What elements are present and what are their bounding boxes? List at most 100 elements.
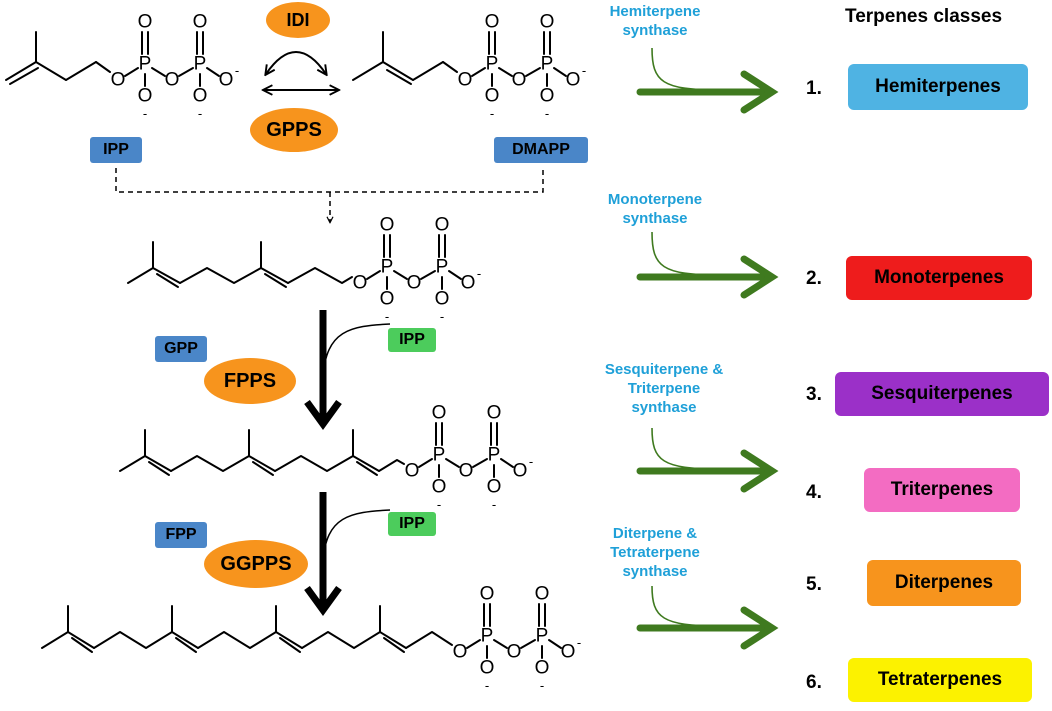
phosphorus-atom: P [536, 626, 549, 647]
class-number-3: 3. [806, 384, 822, 405]
ipp-molecule [5, 31, 111, 85]
dashed-connector [115, 168, 544, 222]
oxygen-atom: O [512, 70, 527, 91]
oxygen-atom: O [405, 461, 420, 482]
oxygen-atom: O [485, 86, 500, 107]
fpps-enzyme: FPPS [204, 358, 296, 404]
phosphorus-atom: P [433, 445, 446, 466]
gpp-molecule [127, 241, 353, 288]
phosphorus-atom: P [194, 54, 207, 75]
fpp-tag: FPP [155, 522, 207, 548]
phosphorus-atom: P [381, 257, 394, 278]
negative-charge: - [577, 635, 581, 650]
oxygen-atom: O [138, 12, 153, 33]
ipp-tag: IPP [90, 137, 142, 163]
oxygen-atom: O [513, 461, 528, 482]
negative-charge: - [235, 63, 239, 78]
oxygen-atom: O [407, 273, 422, 294]
class-number-2: 2. [806, 268, 822, 289]
gpp-tag: GPP [155, 336, 207, 362]
negative-charge: - [198, 106, 202, 121]
class-monoterpenes: Monoterpenes [846, 256, 1032, 300]
phosphorus-atom: P [541, 54, 554, 75]
oxygen-atom: O [432, 477, 447, 498]
oxygen-atom: O [507, 642, 522, 663]
phosphorus-atom: P [486, 54, 499, 75]
dmapp-tag: DMAPP [494, 137, 588, 163]
negative-charge: - [385, 309, 389, 324]
phosphorus-atom: P [481, 626, 494, 647]
synthase-arrow-hemiterpene [636, 47, 779, 114]
negative-charge: - [485, 678, 489, 693]
phosphorus-atom: P [436, 257, 449, 278]
negative-charge: - [545, 106, 549, 121]
phosphorus-atom: P [488, 445, 501, 466]
terpenes-classes-heading: Terpenes classes [845, 6, 1003, 27]
oxygen-atom: O [193, 86, 208, 107]
negative-charge: - [490, 106, 494, 121]
class-tetraterpenes: Tetraterpenes [848, 658, 1032, 702]
oxygen-atom: O [111, 70, 126, 91]
oxygen-atom: O [540, 86, 555, 107]
oxygen-atom: O [461, 273, 476, 294]
synthase-arrows [636, 47, 779, 650]
oxygen-atom: O [485, 12, 500, 33]
oxygen-atom: O [540, 12, 555, 33]
negative-charge: - [477, 266, 481, 281]
oxygen-atom: O [535, 584, 550, 605]
oxygen-atom: O [459, 461, 474, 482]
oxygen-atom: O [219, 70, 234, 91]
oxygen-atom: O [458, 70, 473, 91]
ipp-cosubstrate-tag-2: IPP [388, 512, 436, 536]
negative-charge: - [437, 497, 441, 512]
oxygen-atom: O [193, 12, 208, 33]
oxygen-atom: O [380, 289, 395, 310]
ipp-cosubstrate-tag-1: IPP [388, 328, 436, 352]
negative-charge: - [492, 497, 496, 512]
class-diterpenes: Diterpenes [867, 560, 1021, 606]
class-number-4: 4. [806, 482, 822, 503]
dmapp-molecule [352, 31, 458, 85]
negative-charge: - [529, 454, 533, 469]
oxygen-atom: O [535, 658, 550, 679]
synthase-arrow-monoterpene [636, 231, 779, 299]
gpps-enzyme: GPPS [250, 108, 338, 152]
oxygen-atom: O [432, 403, 447, 424]
oxygen-atom: O [165, 70, 180, 91]
oxygen-atom: O [380, 215, 395, 236]
negative-charge: - [540, 678, 544, 693]
class-number-6: 6. [806, 672, 822, 693]
class-number-5: 5. [806, 574, 822, 595]
oxygen-atom: O [138, 86, 153, 107]
idi-enzyme: IDI [266, 2, 330, 38]
isomerization-arrows [264, 51, 338, 90]
class-sesquiterpenes: Sesquiterpenes [835, 372, 1049, 416]
elongation-arrow-1 [304, 310, 391, 430]
oxygen-atom: O [435, 289, 450, 310]
oxygen-atom: O [453, 642, 468, 663]
oxygen-atom: O [353, 273, 368, 294]
ggpp-molecule [41, 605, 453, 653]
oxygen-atom: O [561, 642, 576, 663]
class-hemiterpenes: Hemiterpenes [848, 64, 1028, 110]
class-number-1: 1. [806, 78, 822, 99]
negative-charge: - [582, 63, 586, 78]
phosphorus-atom: P [139, 54, 152, 75]
negative-charge: - [143, 106, 147, 121]
oxygen-atom: O [480, 584, 495, 605]
oxygen-atom: O [487, 403, 502, 424]
oxygen-atom: O [566, 70, 581, 91]
fpp-molecule [119, 429, 405, 476]
